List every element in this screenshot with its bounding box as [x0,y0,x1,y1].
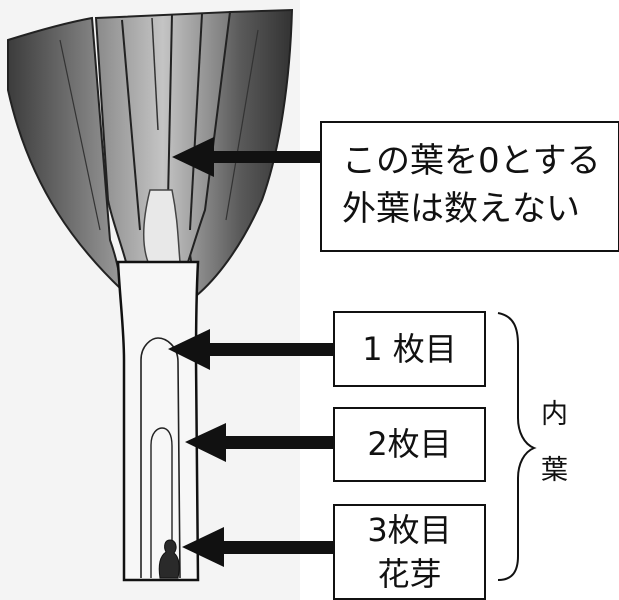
leaf-vein-5 [59,39,101,231]
leaf-zero-label: この葉を0とする [342,141,601,181]
arrow-leaf-three [182,527,334,567]
flower-bud-label: 花芽 [377,555,442,593]
arrow-leaf-two [185,423,334,462]
arrow-leaf-one [168,329,334,370]
leaf-vein-1 [121,19,141,231]
inner-leaf-two-outline [150,427,173,578]
inner-leaf-brace [497,312,537,581]
sheath-stem [116,260,200,582]
leaf-three-label-box: 3枚目 花芽 [333,504,486,600]
outer-leaf-note: 外葉は数えない [342,189,580,229]
leaf-one-label: 1 枚目 [362,330,457,368]
arrow-leaf-zero [172,137,322,177]
leaf-notch [143,189,181,263]
inner-leaf-label-char-2: 葉 [541,455,568,486]
leaf-two-label-box: 2枚目 [333,407,486,482]
leaf-vein-2 [151,17,159,131]
leaf-vein-3 [167,13,173,201]
leaf-two-label: 2枚目 [367,425,452,463]
leaf-vein-6 [225,29,259,221]
leaf-zero-label-box: この葉を0とする 外葉は数えない [320,121,619,252]
leaf-one-label-box: 1 枚目 [333,311,486,387]
leaf-three-label: 3枚目 [367,511,452,549]
inner-leaf-label-char-1: 内 [541,399,568,430]
leaf-vein-4 [189,13,203,231]
flower-bud [158,539,180,579]
